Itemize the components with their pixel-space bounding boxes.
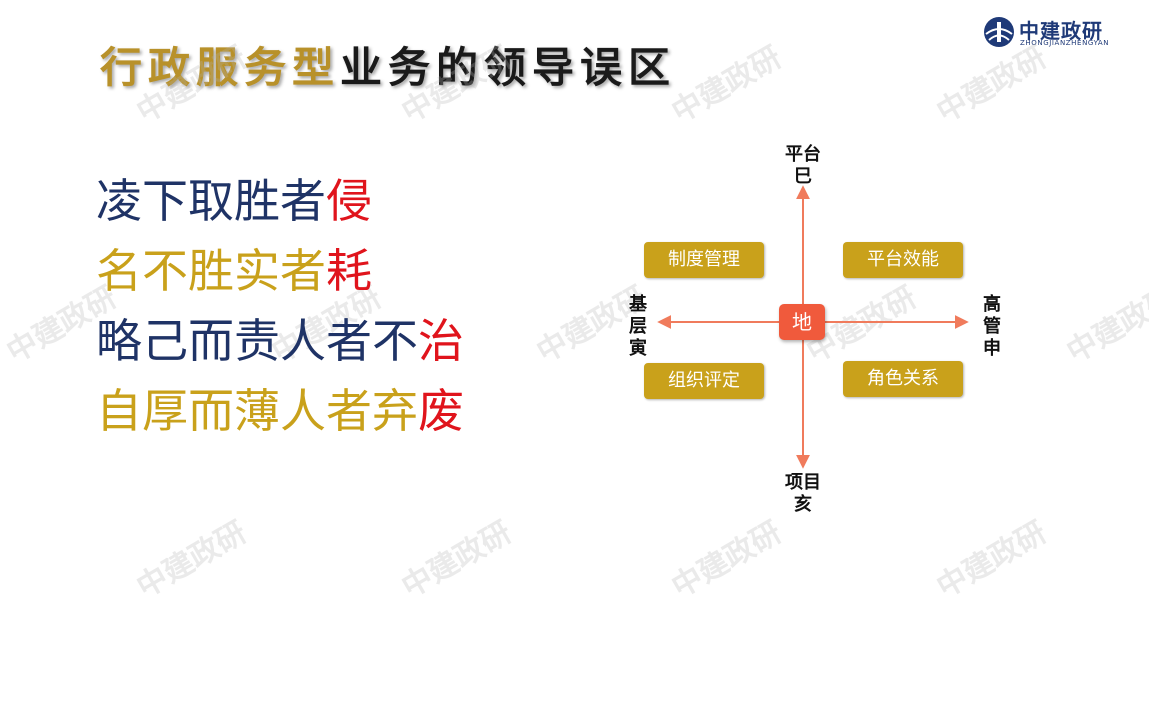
proverb-text: 名不胜实者 [96,244,326,298]
axis-label-text: 基 [629,294,647,315]
axis-label-bottom: 项目 亥 [780,472,826,516]
axis-label-text: 管 [983,316,1001,337]
proverb-accent: 耗 [326,244,372,298]
page-title: 行政服务型业务的领导误区 [100,34,676,95]
proverb-accent: 治 [418,314,464,368]
watermark: 中建政研 [1061,279,1149,371]
title-rest: 业务的领导误区 [340,43,677,92]
logo-subtitle: ZHONGJIANZHENGYAN [1020,39,1110,47]
axis-label-text: 亥 [794,494,812,515]
quadrant-box-top-right: 平台效能 [843,242,963,278]
axis-label-text: 高 [983,294,1001,315]
proverb-line-2: 名不胜实者耗 [96,236,464,306]
axis-label-right: 高 管 申 [980,294,1004,360]
quadrant-box-bottom-left: 组织评定 [644,363,764,399]
quadrant-box-top-left: 制度管理 [644,242,764,278]
company-logo: 中建政研 ZHONGJIANZHENGYAN [983,14,1123,50]
proverb-text: 凌下取胜者 [96,174,326,228]
proverb-line-1: 凌下取胜者侵 [96,166,464,236]
proverb-text: 略己而责人者不 [96,314,418,368]
proverb-line-3: 略己而责人者不治 [96,306,464,376]
proverb-text: 自厚而薄人者弃 [96,384,418,438]
proverb-list: 凌下取胜者侵 名不胜实者耗 略己而责人者不治 自厚而薄人者弃废 [96,166,464,446]
axis-label-text: 层 [629,316,647,337]
center-node: 地 [779,304,825,340]
axis-label-text: 平台 [785,144,821,165]
axis-label-text: 寅 [629,338,647,359]
watermark: 中建政研 [666,39,788,131]
axis-label-text: 项目 [785,472,821,493]
axis-label-text: 巳 [794,166,812,187]
watermark: 中建政研 [131,514,253,606]
axis-label-left: 基 层 寅 [626,294,650,360]
logo-name: 中建政研 [1019,19,1103,43]
quadrant-box-bottom-right: 角色关系 [843,361,963,397]
globe-logo-icon [984,17,1014,47]
proverb-line-4: 自厚而薄人者弃废 [96,376,464,446]
axis-label-top: 平台 巳 [780,144,826,188]
watermark: 中建政研 [396,514,518,606]
proverb-accent: 废 [418,384,464,438]
axis-label-text: 申 [983,338,1001,359]
proverb-accent: 侵 [326,174,372,228]
title-highlight: 行政服务型 [100,43,341,92]
quadrant-diagram: 平台 巳 项目 亥 基 层 寅 高 管 申 制度管理 平台效能 组织评定 角色关… [600,140,1020,540]
